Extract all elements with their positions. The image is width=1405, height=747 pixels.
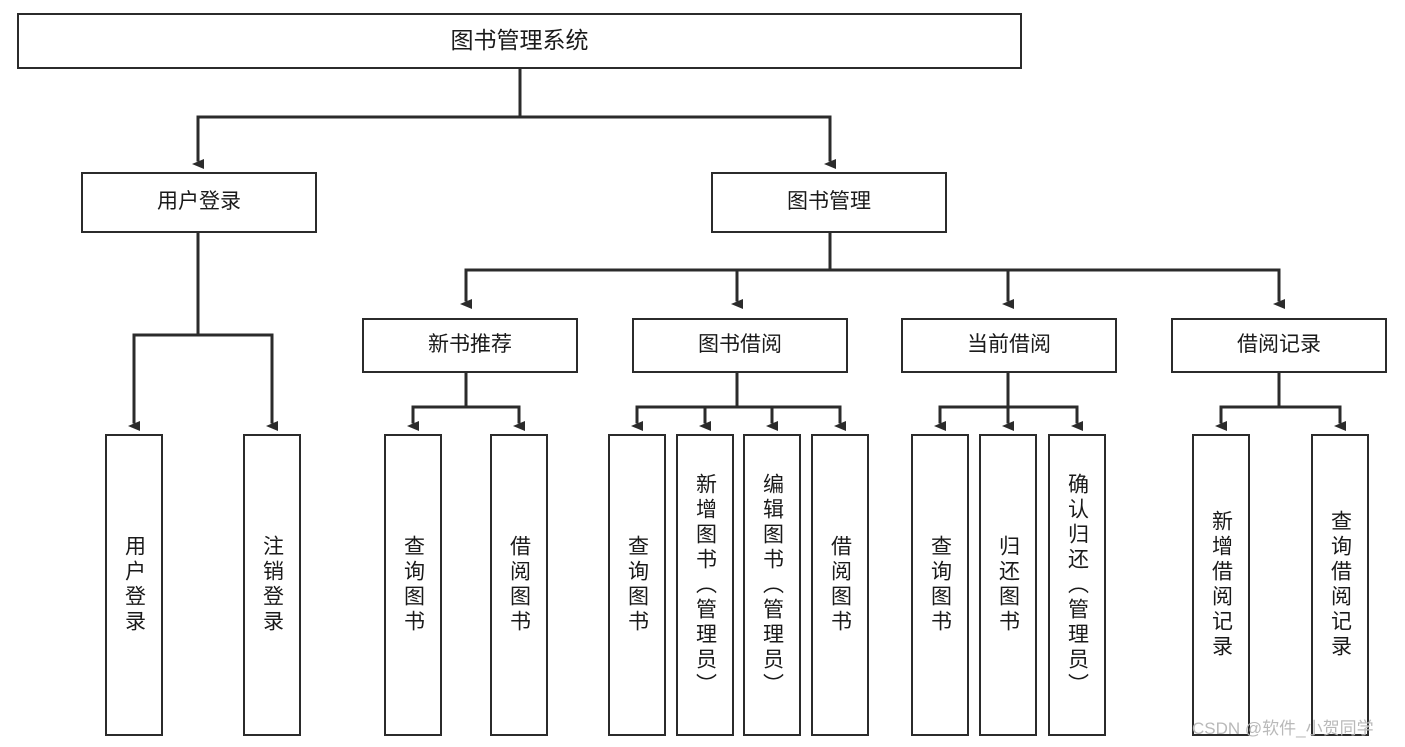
node-book-borrow[interactable]: 图书借阅 <box>632 318 848 373</box>
leaf-current-query-book[interactable]: 查询图书 <box>911 434 969 736</box>
leaf-recommend-query-book-label: 查询图书 <box>401 535 425 635</box>
node-book-manage[interactable]: 图书管理 <box>711 172 947 233</box>
leaf-logout[interactable]: 注销登录 <box>243 434 301 736</box>
node-book-manage-label: 图书管理 <box>787 190 871 214</box>
node-new-book-recommend[interactable]: 新书推荐 <box>362 318 578 373</box>
leaf-current-confirm-return-label: 确认归还（管理员） <box>1065 472 1089 698</box>
leaf-record-add-record-label: 新增借阅记录 <box>1209 510 1233 660</box>
leaf-recommend-borrow-book[interactable]: 借阅图书 <box>490 434 548 736</box>
leaf-recommend-borrow-book-label: 借阅图书 <box>507 535 531 635</box>
leaf-user-login-label: 用户登录 <box>122 535 146 635</box>
node-root[interactable]: 图书管理系统 <box>17 13 1022 69</box>
leaf-borrow-add-book-label: 新增图书（管理员） <box>693 472 717 698</box>
leaf-user-login[interactable]: 用户登录 <box>105 434 163 736</box>
node-user-login-label: 用户登录 <box>157 190 241 214</box>
node-root-label: 图书管理系统 <box>450 27 589 54</box>
leaf-record-query-record[interactable]: 查询借阅记录 <box>1311 434 1369 736</box>
leaf-current-return-book-label: 归还图书 <box>996 535 1020 635</box>
leaf-current-return-book[interactable]: 归还图书 <box>979 434 1037 736</box>
node-current-borrow-label: 当前借阅 <box>967 333 1051 357</box>
leaf-borrow-query-book-label: 查询图书 <box>625 535 649 635</box>
leaf-recommend-query-book[interactable]: 查询图书 <box>384 434 442 736</box>
leaf-borrow-add-book[interactable]: 新增图书（管理员） <box>676 434 734 736</box>
node-user-login[interactable]: 用户登录 <box>81 172 317 233</box>
leaf-current-confirm-return[interactable]: 确认归还（管理员） <box>1048 434 1106 736</box>
leaf-logout-label: 注销登录 <box>260 535 284 635</box>
leaf-borrow-edit-book[interactable]: 编辑图书（管理员） <box>743 434 801 736</box>
node-current-borrow[interactable]: 当前借阅 <box>901 318 1117 373</box>
leaf-current-query-book-label: 查询图书 <box>928 535 952 635</box>
leaf-borrow-borrow-book-label: 借阅图书 <box>828 535 852 635</box>
csdn-watermark: CSDN @软件_小贺同学 <box>1192 719 1374 738</box>
leaf-borrow-edit-book-label: 编辑图书（管理员） <box>760 472 784 698</box>
node-book-borrow-label: 图书借阅 <box>698 333 782 357</box>
leaf-borrow-query-book[interactable]: 查询图书 <box>608 434 666 736</box>
node-new-book-recommend-label: 新书推荐 <box>428 333 512 357</box>
leaf-borrow-borrow-book[interactable]: 借阅图书 <box>811 434 869 736</box>
node-borrow-record[interactable]: 借阅记录 <box>1171 318 1387 373</box>
leaf-record-add-record[interactable]: 新增借阅记录 <box>1192 434 1250 736</box>
leaf-record-query-record-label: 查询借阅记录 <box>1328 510 1352 660</box>
node-borrow-record-label: 借阅记录 <box>1237 333 1321 357</box>
